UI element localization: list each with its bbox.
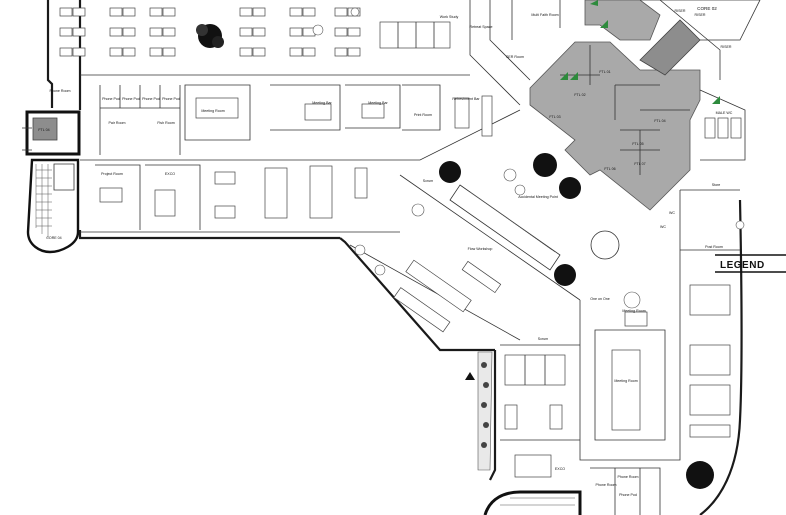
workstation-desk [289, 27, 303, 37]
workstation-desk [149, 7, 163, 17]
west-rooms: Phone Room Phone Pod Phone Pod Phone Pod… [50, 13, 559, 155]
core-02-label: CORE 02 [697, 6, 717, 11]
workstation-desk [59, 7, 73, 17]
phone-room-label-s: Phone Room [618, 475, 639, 479]
west-core-label: CORE 04 [46, 236, 61, 240]
workstation-desk [109, 27, 123, 37]
workstation-desk [239, 27, 253, 37]
riser-label-1: RISER [675, 9, 686, 13]
meeting-bar-label-2: Meeting Bar [368, 101, 388, 105]
workstation-desk [162, 27, 176, 37]
workstation-desk [252, 7, 266, 17]
workstation-desk [289, 7, 303, 17]
north-meeting-area [196, 7, 451, 49]
workstation-desk [302, 47, 316, 57]
workstation-desk [334, 47, 348, 57]
workstation-desk [289, 47, 303, 57]
store-label: Store [712, 183, 721, 187]
meeting-room-label-s: Meeting Room [622, 309, 645, 313]
workstation-desk [122, 7, 136, 17]
flow-workshop-label: Flow Workshop [468, 247, 493, 251]
one-on-one-label: One on One [590, 297, 610, 301]
retreat-space-label: Retreat Space [470, 25, 493, 29]
central-diagonal-zone: Scrum Accidental Meeting Point Flow Work… [349, 153, 641, 341]
scrum-label-s: Scrum [538, 337, 548, 341]
planters [477, 351, 493, 471]
core-02-subtitle: RISER [695, 13, 706, 17]
phone-room-label-w: Phone Room [50, 89, 71, 93]
core-room-ftl-03: FTL 03 [549, 115, 560, 119]
core-room-ftl-07: FTL 07 [634, 162, 645, 166]
male-wc-label: MALE WC [716, 111, 733, 115]
workstation-desk [72, 7, 86, 17]
project-room-label: Project Room [101, 172, 123, 176]
workstation-desk [347, 47, 361, 57]
workstation-desk [122, 47, 136, 57]
phone-room-label-s2: Phone Room [596, 483, 617, 487]
work-study-label: Work Study [440, 15, 459, 19]
workstation-desk [59, 47, 73, 57]
workstation-desk [109, 7, 123, 17]
refreshment-bar-label: Refreshment Bar [452, 97, 480, 101]
riser-label-2: RISER [721, 45, 732, 49]
workstation-desk [162, 47, 176, 57]
scrum-label-n: Scrum [423, 179, 433, 183]
pair-room-label: Pair Room [109, 121, 126, 125]
workstation-desk [149, 47, 163, 57]
phone-pod-label-4: Phone Pod [162, 97, 180, 101]
west-lower-area: Project Room EXCO [95, 164, 368, 230]
phone-pod-label-s: Phone Pod [619, 493, 637, 497]
workstation-desk [347, 27, 361, 37]
workstation-desk [334, 7, 348, 17]
post-room-label: Post Room [705, 245, 723, 249]
meeting-room-main-label: Meeting Room [614, 379, 637, 383]
workstation-desk [109, 47, 123, 57]
workstation-desk [239, 7, 253, 17]
ser-room-label: SER Room [506, 55, 524, 59]
workstation-desk [59, 27, 73, 37]
workstation-desk [252, 47, 266, 57]
meeting-bar-label-1: Meeting Bar [312, 101, 332, 105]
south-stair [483, 490, 582, 515]
workstation-desk [122, 27, 136, 37]
workstation-desk [302, 7, 316, 17]
wc-label-1: WC [669, 211, 675, 215]
core-room-ftl-06: FTL 06 [604, 167, 615, 171]
core-room-ftl-02: FTL 02 [574, 93, 585, 97]
legend-title: LEGEND [720, 260, 765, 271]
west-stair-core: FTL 04 CORE 04 [22, 110, 81, 254]
core-room-ftl-05: FTL 05 [632, 142, 643, 146]
workstation-desk [72, 27, 86, 37]
fish-room-label: Fish Room [157, 121, 174, 125]
workstation-desk [334, 27, 348, 37]
legend: LEGEND [715, 254, 786, 273]
south-east-area: Meeting Room Meeting Room EXCO Phone Roo… [465, 183, 745, 497]
north-east-core: FTL 01 FTL 02 FTL 03 FTL 04 FTL 05 FTL 0… [529, 0, 761, 211]
accidental-meeting-label: Accidental Meeting Point [518, 195, 558, 199]
exco-label-s: EXCO [555, 467, 565, 471]
workstation-desk [239, 47, 253, 57]
phone-pod-label-1: Phone Pod [102, 97, 120, 101]
meeting-room-label-n: Meeting Room [201, 109, 224, 113]
wc-label-2: WC [660, 225, 666, 229]
print-room-label: Print Room [414, 113, 432, 117]
outer-walls [46, 0, 743, 515]
workstation-desk [162, 7, 176, 17]
core-room-ftl-04: FTL 04 [654, 119, 665, 123]
phone-pod-label-3: Phone Pod [142, 97, 160, 101]
workstation-desk [252, 27, 266, 37]
phone-pod-label-2: Phone Pod [122, 97, 140, 101]
workstation-desk [149, 27, 163, 37]
stair-core-label: FTL 04 [38, 128, 49, 132]
core-room-ftl-01: FTL 01 [599, 70, 610, 74]
workstation-desk [72, 47, 86, 57]
exco-label-w: EXCO [165, 172, 175, 176]
multi-faith-label: Multi Faith Room [531, 13, 558, 17]
